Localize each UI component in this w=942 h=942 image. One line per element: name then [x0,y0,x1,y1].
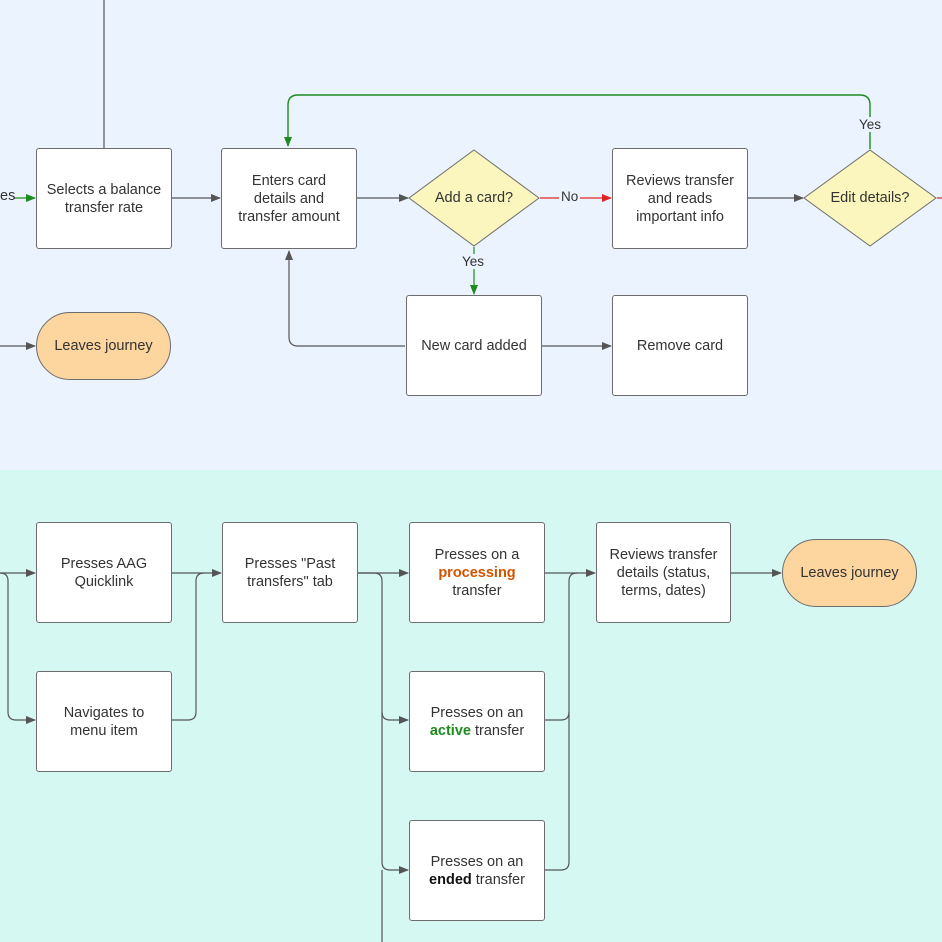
line-active-reviews [545,572,578,721]
active-transfer-node[interactable]: Presses on an active transfer [409,671,545,772]
active-highlight: active [429,722,471,739]
processing-before: Presses on a [434,546,520,563]
leaves-journey-bottom[interactable]: Leaves journey [782,539,917,607]
leaves-journey-top[interactable]: Leaves journey [36,312,171,380]
ended-transfer-node[interactable]: Presses on an ended transfer [409,820,545,921]
cut-label: es [0,188,16,204]
processing-after: transfer [452,582,502,599]
processing-transfer-node[interactable]: Presses on a processing transfer [409,522,545,623]
navigates-menu-node[interactable]: Navigates to menu item [36,671,172,772]
ended-text: Presses on an ended transfer [429,853,525,889]
ended-before: Presses on an [430,853,524,870]
reviews-details-node[interactable]: Reviews transfer details (status, terms,… [596,522,731,623]
ended-highlight: ended [429,871,472,888]
remove-card-node[interactable]: Remove card [612,295,748,396]
active-text: Presses on an active transfer [430,704,524,740]
line-navigates-past [172,572,205,721]
past-transfers-node[interactable]: Presses "Past transfers" tab [222,522,358,623]
line-past-active [358,572,409,724]
processing-text: Presses on a processing transfer [435,546,520,600]
add-card-diamond [408,149,540,247]
line-past-ended [381,712,409,874]
active-before: Presses on an [430,704,524,721]
processing-highlight: processing [438,564,516,581]
aag-quicklink-node[interactable]: Presses AAG Quicklink [36,522,172,623]
enters-card-node[interactable]: Enters card details and transfer amount [221,148,357,249]
edit-details-question[interactable]: Edit details? [830,190,910,206]
line-ended-reviews [545,712,570,871]
edit-details-diamond [803,149,937,247]
reviews-info-node[interactable]: Reviews transfer and reads important inf… [612,148,748,249]
ended-after: transfer [475,871,525,888]
edge-label-yes-top: Yes [857,117,884,132]
edge-label-no: No [559,189,581,204]
active-after: transfer [474,722,525,739]
line-into-navigates [0,572,36,724]
line-edit-yes-loop [284,94,871,149]
new-card-node[interactable]: New card added [406,295,542,396]
line-newcard-enters [285,250,405,347]
edge-label-yes-down: Yes [460,254,487,269]
selects-rate-node[interactable]: Selects a balance transfer rate [36,148,172,249]
add-card-question[interactable]: Add a card? [434,190,514,206]
